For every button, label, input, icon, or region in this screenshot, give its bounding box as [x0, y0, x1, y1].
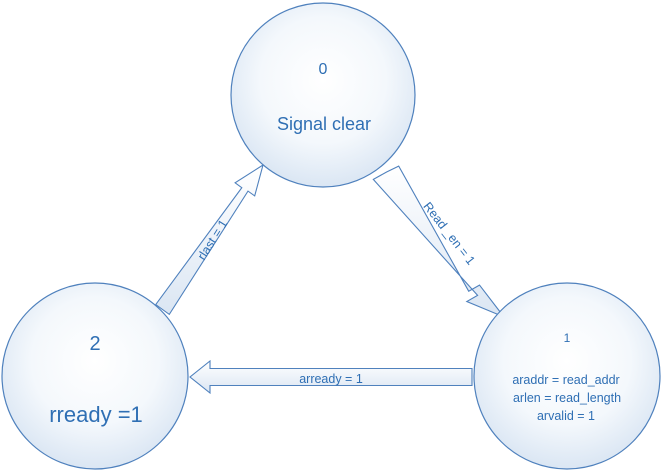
state-1: 1 araddr = read_addr arlen = read_length…: [473, 282, 661, 470]
state-0-line-1: Signal clear: [277, 114, 371, 134]
state-1-circle: [473, 282, 661, 470]
transition-label-2-to-0: rlast = 1: [195, 217, 231, 262]
transition-2-to-0: rlast = 1: [154, 163, 264, 316]
arrow-2-to-0: [154, 163, 264, 316]
state-1-line-2: arlen = read_length: [513, 391, 621, 405]
state-2-number: 2: [89, 333, 100, 355]
state-1-number: 1: [564, 331, 571, 345]
state-1-line-1: araddr = read_addr: [512, 373, 619, 387]
state-0-number: 0: [319, 61, 328, 78]
arrow-1-to-2: [189, 359, 473, 395]
state-0: 0 Signal clear: [230, 2, 416, 188]
state-0-circle: [230, 2, 416, 188]
transition-label-1-to-2: arready = 1: [299, 372, 363, 386]
transition-0-to-1: Read _en = 1: [372, 165, 506, 319]
state-1-line-3: arvalid = 1: [537, 409, 595, 423]
arrow-0-to-1: [372, 165, 506, 319]
state-2: 2 rready =1: [1, 282, 189, 470]
transition-1-to-2: arready = 1: [189, 359, 473, 395]
state-2-circle: [1, 282, 189, 470]
state-2-line-1: rready =1: [49, 402, 143, 427]
